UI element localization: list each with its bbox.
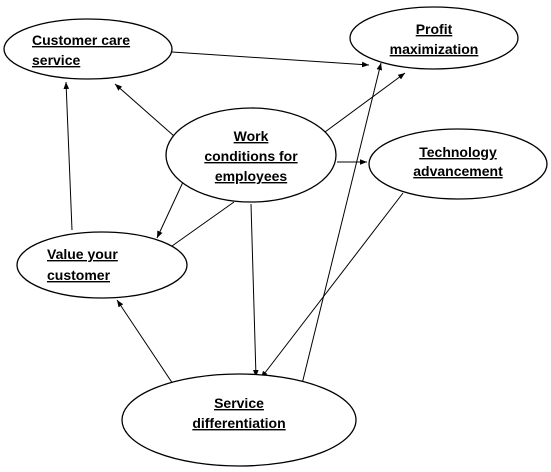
edge-technology-to-service-diff <box>260 192 404 379</box>
node-profit-label-2: maximization <box>390 41 479 57</box>
node-profit-shape <box>349 6 519 70</box>
node-service-diff-shape <box>121 373 357 467</box>
node-work-conditions-label-2: conditions for <box>204 148 298 164</box>
node-customer-care-label-2: service <box>32 52 80 68</box>
node-service-diff-label-2: differentiation <box>192 415 285 431</box>
node-customer-care: Customer care service <box>3 18 173 80</box>
node-value-customer-label-2: customer <box>47 267 111 283</box>
node-profit-label-1: Profit <box>416 21 453 37</box>
edge-customer-care-to-profit <box>171 51 370 68</box>
node-technology-shape <box>368 128 548 200</box>
node-service-diff: Service differentiation <box>121 373 357 467</box>
node-customer-care-label-1: Customer care <box>32 32 130 48</box>
edge-work-to-value-customer-plain <box>171 201 235 247</box>
node-work-conditions-shape <box>165 107 337 203</box>
edge-value-customer-to-customer-care <box>63 81 73 231</box>
edge-work-to-customer-care <box>114 83 175 137</box>
node-work-conditions: Work conditions for employees <box>165 107 337 203</box>
node-technology-label-2: advancement <box>413 163 503 179</box>
node-value-customer-shape <box>16 231 188 299</box>
edge-work-to-value-customer <box>156 181 184 239</box>
node-value-customer: Value your customer <box>16 231 188 299</box>
node-value-customer-label-1: Value your <box>47 246 118 262</box>
edge-work-to-service-diff <box>250 203 259 378</box>
node-technology: Technology advancement <box>368 128 548 200</box>
node-profit: Profit maximization <box>349 6 519 70</box>
edge-service-diff-to-value-customer <box>116 299 174 385</box>
node-customer-care-shape <box>3 18 173 80</box>
node-service-diff-label-1: Service <box>214 395 264 411</box>
node-technology-label-1: Technology <box>419 144 497 160</box>
node-work-conditions-label-3: employees <box>215 168 288 184</box>
edge-work-to-profit <box>324 72 406 133</box>
edge-service-diff-to-profit <box>301 62 383 385</box>
node-work-conditions-label-1: Work <box>234 128 269 144</box>
edges <box>63 51 406 385</box>
